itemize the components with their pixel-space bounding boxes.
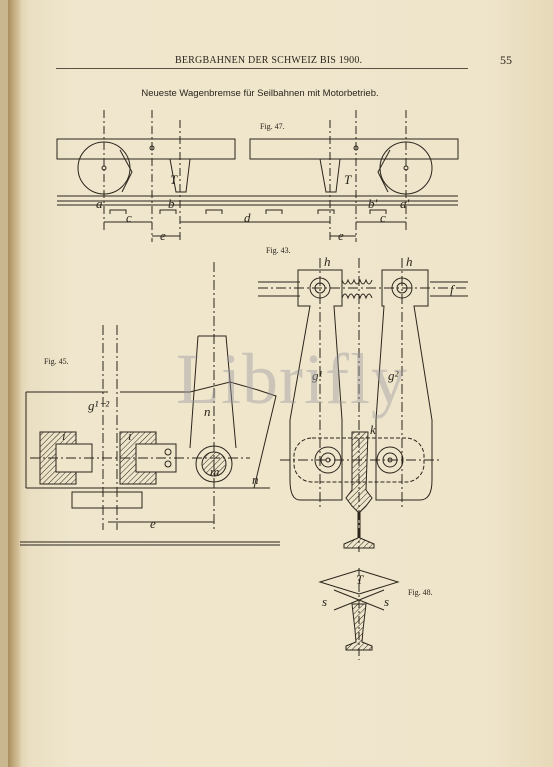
watermark-logo: Librifly	[176, 339, 408, 419]
label-i-left: i	[62, 428, 66, 443]
fig-45-drawing	[20, 262, 280, 546]
label-i-right: i	[128, 428, 132, 443]
label-d: d	[244, 210, 251, 225]
label-a: a	[96, 196, 103, 211]
fig-47-drawing	[56, 110, 459, 242]
label-T-right: T	[344, 172, 352, 187]
fig-43-label: Fig. 43.	[266, 246, 291, 255]
label-k: k	[370, 422, 376, 437]
page-fold	[8, 0, 22, 767]
label-h-right: h	[406, 254, 413, 269]
label-a-prime: a'	[400, 196, 410, 211]
label-s-right: s	[384, 594, 389, 609]
fig-45-label: Fig. 45.	[44, 357, 69, 366]
book-page	[8, 0, 553, 767]
label-n-bottom: n	[252, 472, 259, 487]
label-e-top-left: e	[160, 228, 166, 243]
label-b: b	[168, 196, 175, 211]
fig-48-label: Fig. 48.	[408, 588, 433, 597]
label-h-left: h	[324, 254, 331, 269]
label-m: m	[210, 464, 219, 479]
label-c-left: c	[126, 210, 132, 225]
running-head: BERGBAHNEN DER SCHWEIZ BIS 1900.	[175, 55, 363, 66]
figure-caption: Neueste Wagenbremse für Seilbahnen mit M…	[141, 88, 379, 99]
label-e-bottom: e	[150, 516, 156, 531]
label-T-fig48: T	[356, 572, 364, 587]
label-g2: g²	[388, 368, 400, 383]
label-c-right: c	[380, 210, 386, 225]
page-number: 55	[500, 53, 512, 67]
fig-43-drawing	[258, 258, 468, 552]
label-e-top-right: e	[338, 228, 344, 243]
label-n-top: n	[204, 404, 211, 419]
fig-47-label: Fig. 47.	[260, 122, 285, 131]
label-g1: g¹	[312, 368, 323, 383]
header-rule	[56, 68, 468, 69]
fig-48-drawing	[318, 568, 400, 660]
label-T-left: T	[170, 172, 178, 187]
label-s-left: s	[322, 594, 327, 609]
label-g12: g¹⁻²	[88, 398, 110, 413]
label-f: f	[450, 282, 456, 297]
label-b-prime: b'	[368, 196, 378, 211]
